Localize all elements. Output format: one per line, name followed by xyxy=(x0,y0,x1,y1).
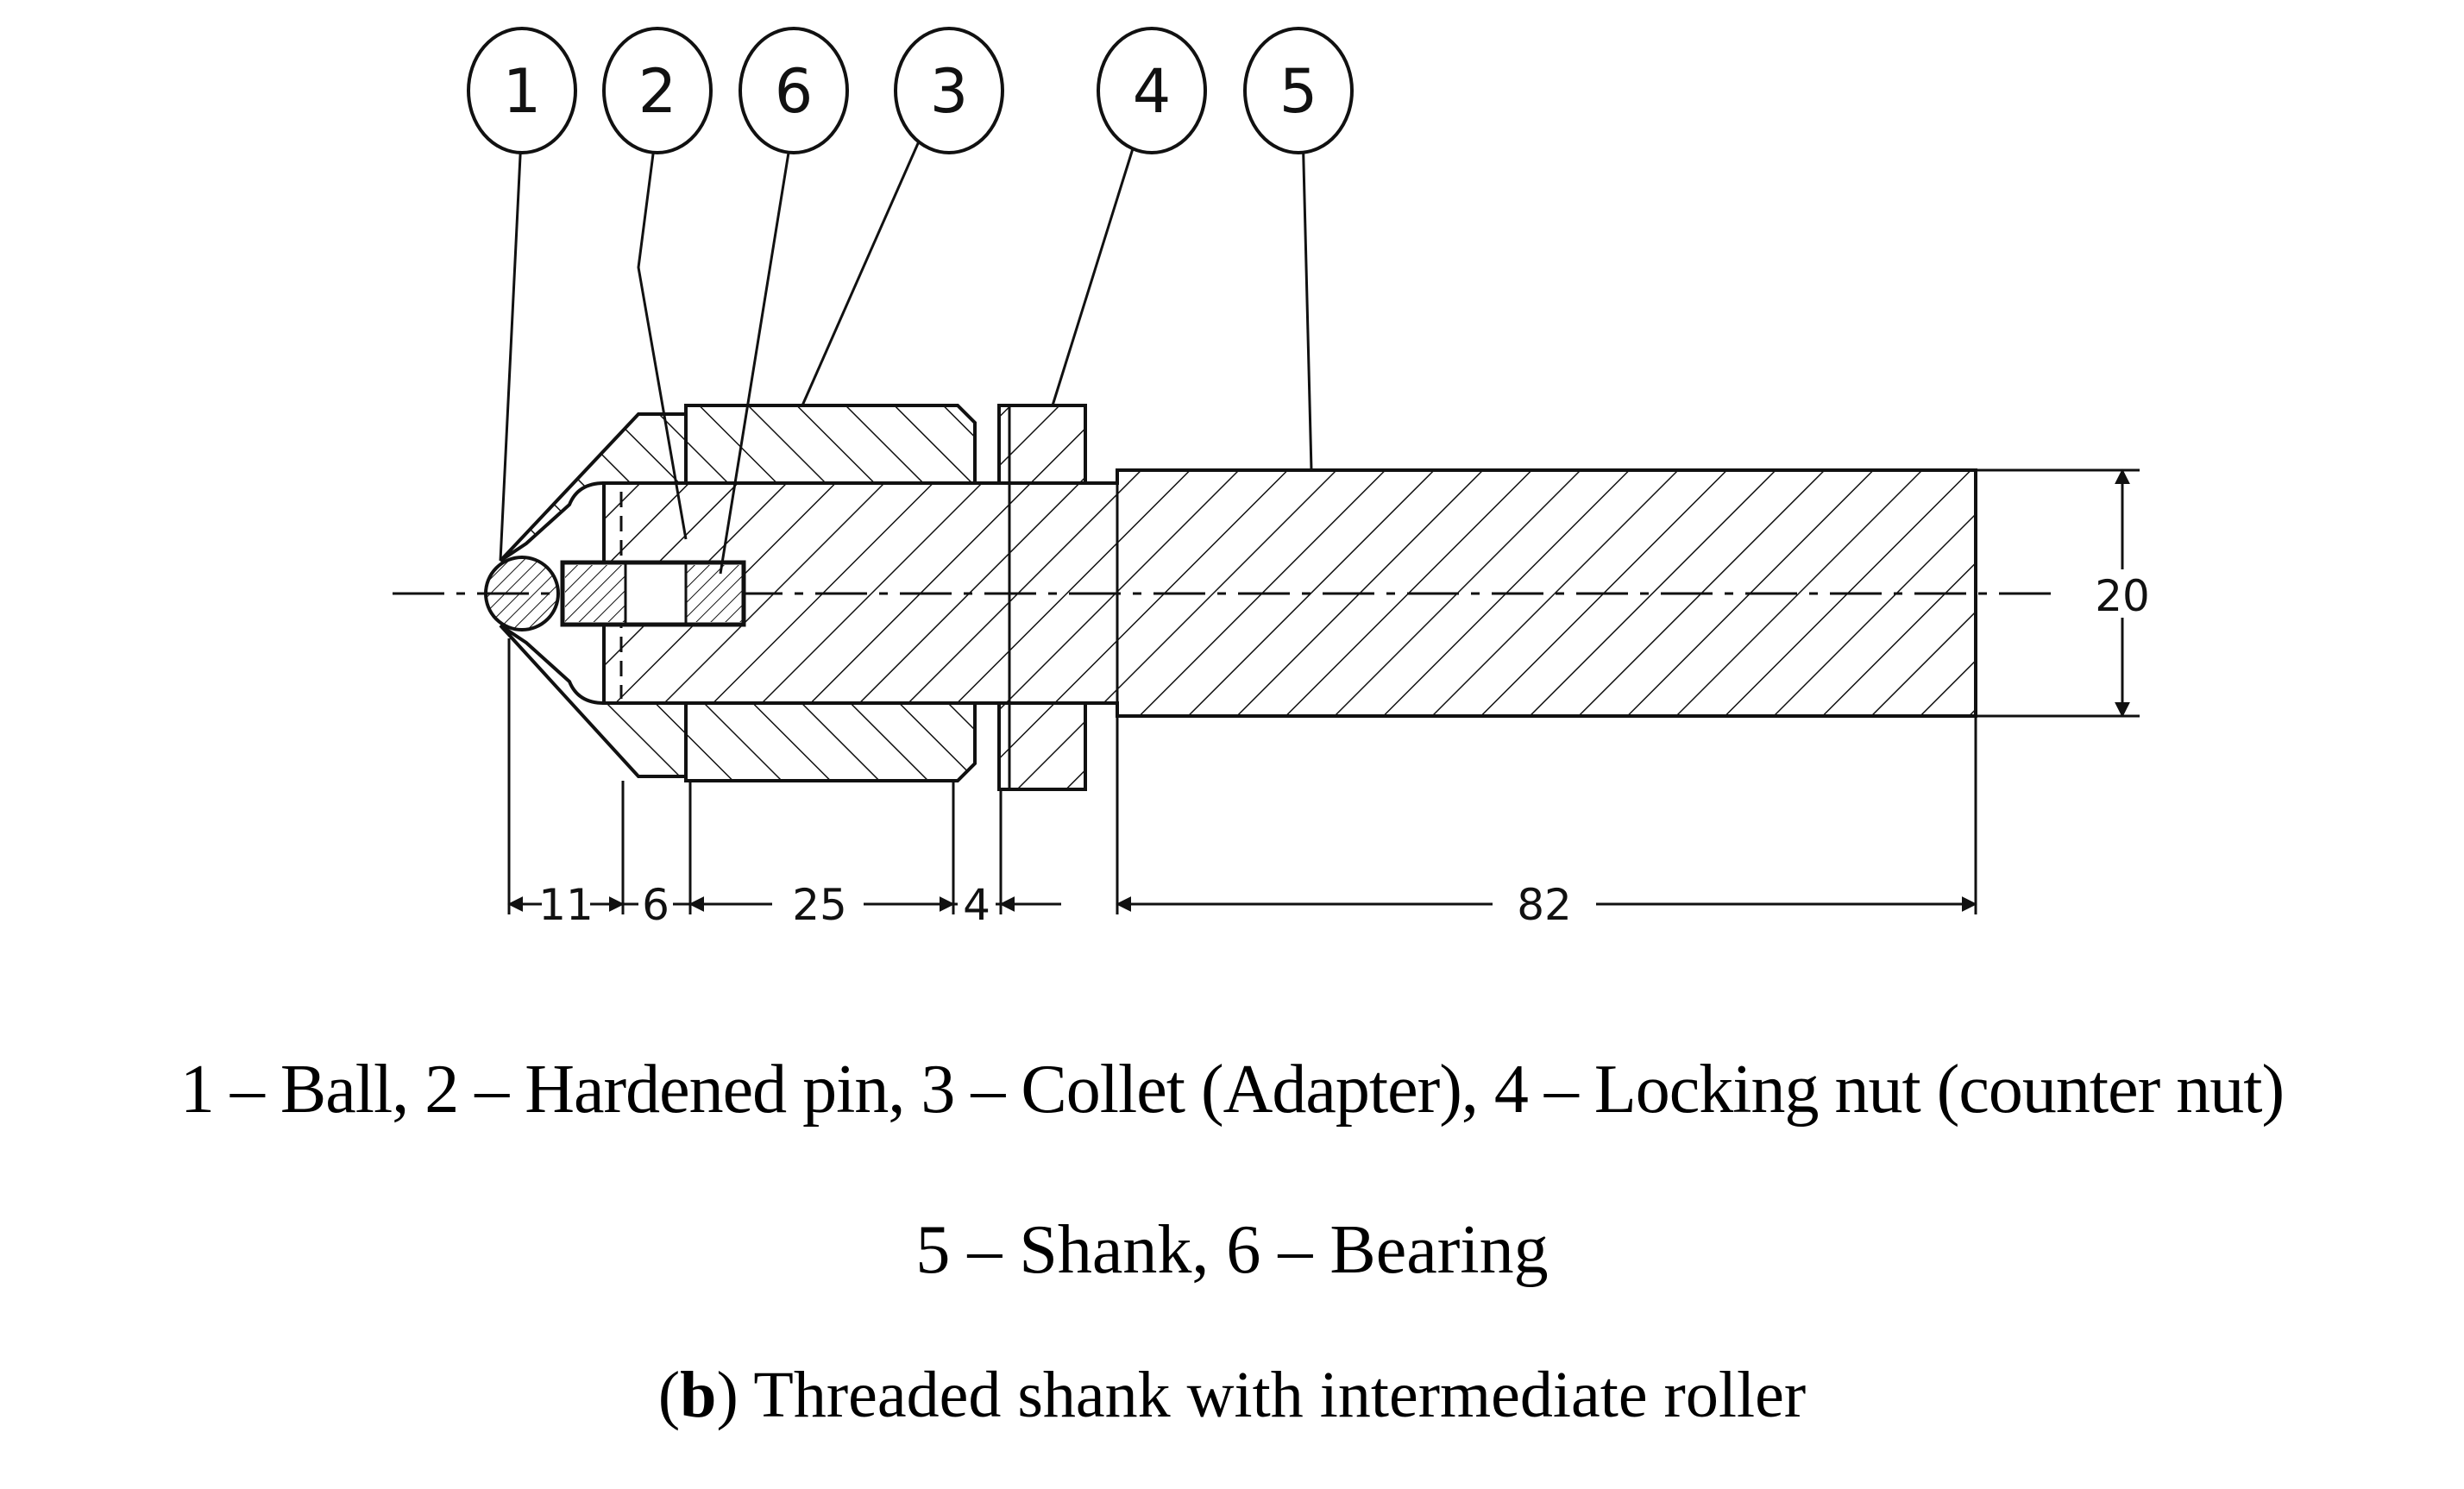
svg-text:25: 25 xyxy=(792,880,847,930)
ball xyxy=(484,556,560,631)
svg-text:6: 6 xyxy=(775,56,814,127)
svg-text:6: 6 xyxy=(642,880,669,930)
svg-text:82: 82 xyxy=(1517,880,1572,930)
legend-line-1: 1 – Ball, 2 – Hardened pin, 3 – Collet (… xyxy=(179,1052,2285,1128)
dimension-shank-length: 82 xyxy=(1493,880,1596,930)
balloon-4: 4 xyxy=(1097,27,1207,154)
leader-lines xyxy=(499,111,1313,575)
balloon-6: 6 xyxy=(739,27,849,154)
svg-text:3: 3 xyxy=(930,56,969,127)
extension-lines xyxy=(507,468,2140,914)
shank xyxy=(602,468,1977,718)
svg-text:1: 1 xyxy=(503,56,542,127)
locking-nut xyxy=(997,404,1087,791)
svg-text:4: 4 xyxy=(963,880,990,930)
svg-text:11: 11 xyxy=(538,880,594,930)
caption-letter: b xyxy=(680,1359,717,1431)
balloon-2: 2 xyxy=(602,27,713,154)
dimension-ball: 11 xyxy=(538,880,594,930)
caption-open-paren: ( xyxy=(657,1359,681,1431)
collet xyxy=(684,404,977,782)
svg-text:4: 4 xyxy=(1133,56,1172,127)
dimension-shank-diameter: 20 xyxy=(2088,569,2157,621)
legend-line-2: 5 – Shank, 6 – Bearing xyxy=(915,1212,1549,1288)
svg-text:20: 20 xyxy=(2095,571,2150,621)
dimension-locking-nut: 4 xyxy=(958,880,996,930)
balloon-1: 1 xyxy=(467,27,577,154)
svg-text:2: 2 xyxy=(638,56,677,127)
figure-caption: (b) Threaded shank with intermediate rol… xyxy=(0,1358,2464,1433)
dimension-collet: 25 xyxy=(772,880,864,930)
caption-close-paren: ) xyxy=(716,1359,739,1431)
svg-text:5: 5 xyxy=(1279,56,1318,127)
balloon-3: 3 xyxy=(894,27,1004,154)
dimension-hardened-pin: 6 xyxy=(638,880,673,930)
bearing xyxy=(560,560,746,627)
caption-text: Threaded shank with intermediate roller xyxy=(738,1359,1807,1431)
balloon-5: 5 xyxy=(1243,27,1354,154)
